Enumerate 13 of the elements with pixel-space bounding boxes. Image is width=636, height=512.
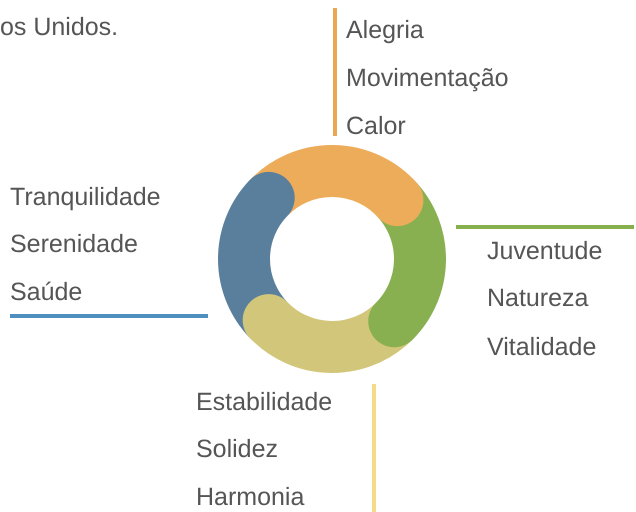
keyword-text: Movimentação bbox=[346, 63, 509, 93]
keyword-text: Natureza bbox=[487, 283, 588, 313]
text-fragment: os Unidos. bbox=[0, 12, 118, 42]
keyword-text: Juventude bbox=[487, 236, 602, 266]
keyword-text: Saúde bbox=[10, 277, 82, 307]
keyword-text: Estabilidade bbox=[196, 387, 332, 417]
keyword-text: Calor bbox=[346, 111, 406, 141]
keyword-text: Alegria bbox=[346, 15, 424, 45]
keyword-text: Vitalidade bbox=[487, 332, 596, 362]
keyword-text: Tranquilidade bbox=[10, 182, 161, 212]
keyword-text: Solidez bbox=[196, 434, 278, 464]
keyword-text: Harmonia bbox=[196, 482, 304, 512]
keyword-text: Serenidade bbox=[10, 229, 138, 259]
